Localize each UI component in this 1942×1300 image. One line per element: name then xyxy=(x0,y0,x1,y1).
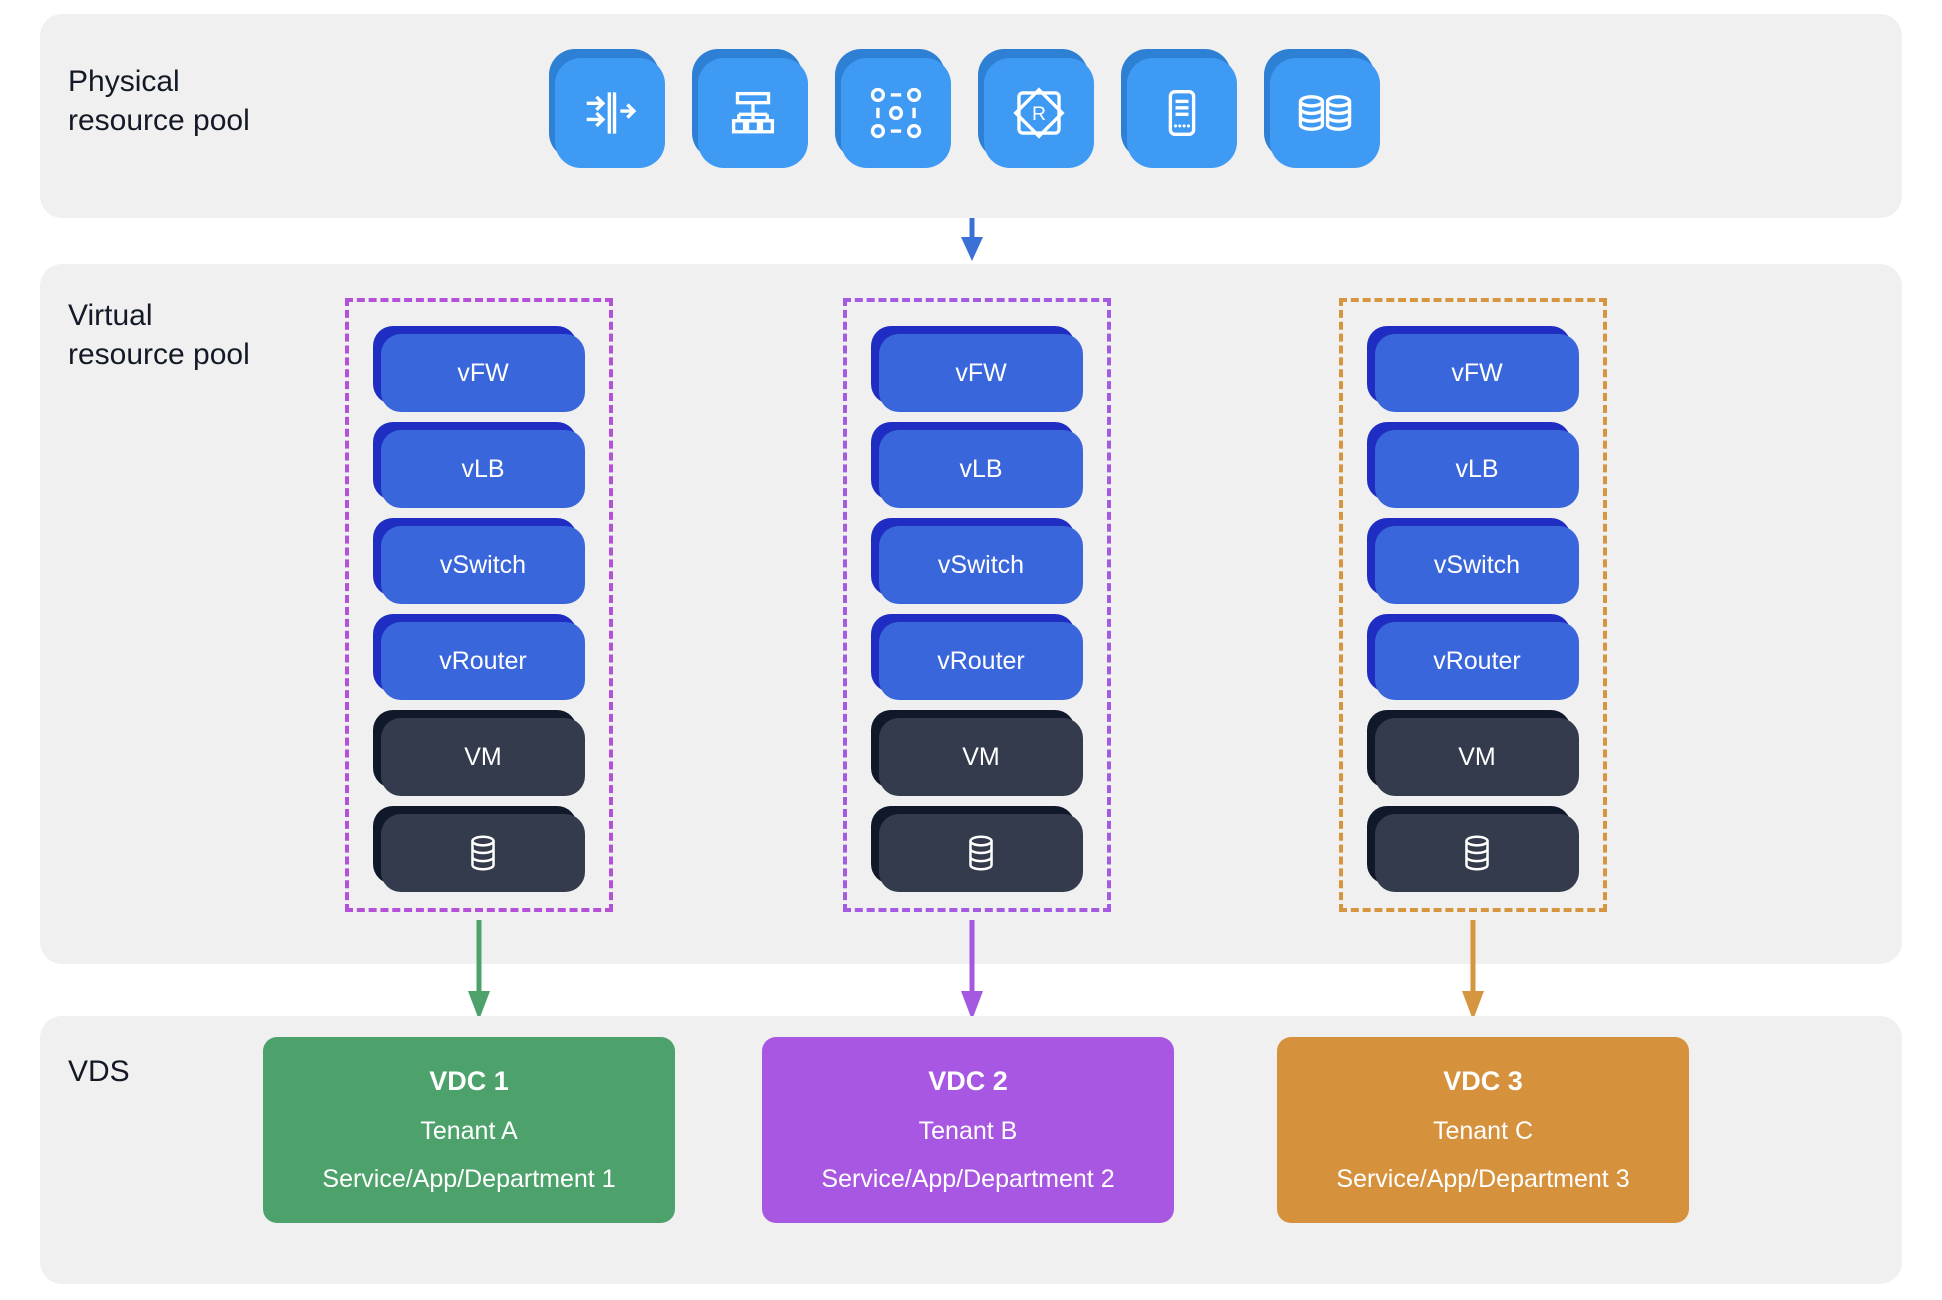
vdc3-tenant: Tenant C xyxy=(1432,1116,1534,1145)
vdc1-service: Service/App/Department 1 xyxy=(322,1164,616,1193)
vdc2-tenant: Tenant B xyxy=(918,1116,1018,1145)
vdc3-service: Service/App/Department 3 xyxy=(1336,1164,1630,1193)
firewall-icon xyxy=(549,49,665,168)
vdc3-card: VDC 3 Tenant C Service/App/Department 3 xyxy=(1277,1037,1689,1223)
vm-box: VM xyxy=(871,710,1083,796)
vrouter-box: vRouter xyxy=(871,614,1083,700)
pool-b-to-vdc2-arrow xyxy=(959,920,985,1027)
vdc2-card: VDC 2 Tenant B Service/App/Department 2 xyxy=(762,1037,1174,1223)
virtual-pool-column-c: vFW vLB vSwitch vRouter VM xyxy=(1339,298,1607,912)
vds-panel: VDS VDC 1 Tenant A Service/App/Departmen… xyxy=(40,1016,1902,1284)
vds-label: VDS xyxy=(68,1055,130,1088)
cluster-grid-icon xyxy=(835,49,951,168)
virtual-storage-box xyxy=(373,806,585,892)
vm-box: VM xyxy=(373,710,585,796)
vlb-box: vLB xyxy=(871,422,1083,508)
pool-a-to-vdc1-arrow xyxy=(466,920,492,1027)
vdc1-tenant: Tenant A xyxy=(420,1116,518,1145)
virtual-pool-label: Virtual resource pool xyxy=(68,299,250,371)
vrouter-box: vRouter xyxy=(1367,614,1579,700)
vswitch-box: vSwitch xyxy=(373,518,585,604)
server-icon xyxy=(1121,49,1237,168)
physical-icon-row: R xyxy=(549,49,1380,168)
vswitch-box: vSwitch xyxy=(871,518,1083,604)
virtual-storage-box xyxy=(871,806,1083,892)
storage-array-icon xyxy=(1264,49,1380,168)
physical-to-virtual-arrow xyxy=(960,218,984,267)
vdc1-title: VDC 1 xyxy=(429,1066,509,1097)
virtual-storage-box xyxy=(1367,806,1579,892)
physical-pool-label: Physical resource pool xyxy=(68,65,250,137)
router-letter: R xyxy=(1032,103,1046,125)
database-icon xyxy=(969,835,993,871)
physical-resource-pool-panel: Physical resource pool xyxy=(40,14,1902,218)
virtual-pool-column-b: vFW vLB vSwitch vRouter VM xyxy=(843,298,1111,912)
database-icon xyxy=(1465,835,1489,871)
vfw-box: vFW xyxy=(1367,326,1579,412)
vlb-box: vLB xyxy=(1367,422,1579,508)
database-icon xyxy=(471,835,495,871)
vlb-box: vLB xyxy=(373,422,585,508)
vdc2-service: Service/App/Department 2 xyxy=(821,1164,1115,1193)
vm-box: VM xyxy=(1367,710,1579,796)
vdc1-card: VDC 1 Tenant A Service/App/Department 1 xyxy=(263,1037,675,1223)
vfw-box: vFW xyxy=(373,326,585,412)
vrouter-box: vRouter xyxy=(373,614,585,700)
vdc3-title: VDC 3 xyxy=(1443,1066,1523,1097)
vfw-box: vFW xyxy=(871,326,1083,412)
network-topology-icon xyxy=(692,49,808,168)
router-icon: R xyxy=(978,49,1094,168)
vdc2-title: VDC 2 xyxy=(928,1066,1008,1097)
virtual-resource-pool-panel: Virtual resource pool vFW vLB vSwitch vR… xyxy=(40,264,1902,964)
virtual-pool-column-a: vFW vLB vSwitch vRouter VM xyxy=(345,298,613,912)
pool-c-to-vdc3-arrow xyxy=(1460,920,1486,1027)
vswitch-box: vSwitch xyxy=(1367,518,1579,604)
